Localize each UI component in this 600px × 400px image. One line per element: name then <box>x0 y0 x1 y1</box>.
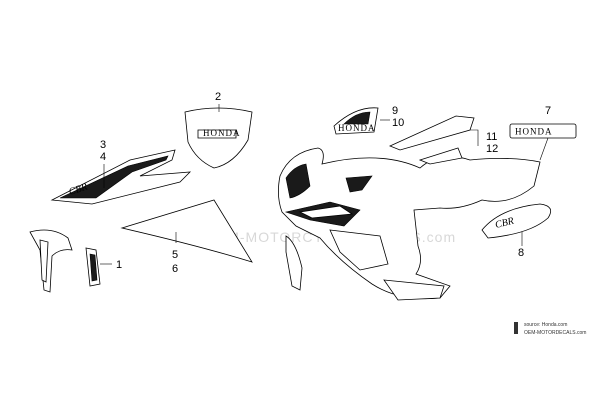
front-fender <box>29 229 73 293</box>
part-1-fork-strip <box>85 247 101 287</box>
callout-4: 4 <box>100 151 106 163</box>
source-line-2: OEM-MOTORDECALS.com <box>524 330 586 336</box>
wing-logo-text: HONDA <box>338 123 376 133</box>
honda-wordmark-text: HONDA <box>515 127 553 137</box>
part-3-4-side-stripe: CBR <box>50 149 192 205</box>
part-2-windscreen: HONDA <box>184 107 253 169</box>
callout-6: 6 <box>172 263 178 275</box>
part-11-12-tail-stripes <box>388 115 475 165</box>
main-fairing <box>278 147 541 300</box>
cbr-badge-text: CBR <box>494 216 515 231</box>
part-8-cbr-badge: CBR <box>481 203 552 239</box>
callout-11: 11 <box>486 131 497 143</box>
part-9-10-wing-logo: HONDA <box>333 107 379 135</box>
callout-9: 9 <box>392 105 398 117</box>
source-credit: source: Honda.com OEM-MOTORDECALS.com <box>514 322 586 336</box>
callout-10: 10 <box>392 117 404 129</box>
callout-7: 7 <box>545 105 551 117</box>
callout-8: 8 <box>518 247 524 259</box>
leader-lines <box>100 104 549 265</box>
callout-12: 12 <box>486 143 498 155</box>
callout-2: 2 <box>215 91 221 103</box>
belly-pan <box>383 279 445 301</box>
callout-1: 1 <box>116 259 122 271</box>
callout-3: 3 <box>100 139 106 151</box>
part-7-honda-wordmark: HONDA <box>509 123 577 139</box>
source-line-1: source: Honda.com <box>524 322 567 328</box>
part-5-6-lower-decal <box>120 199 253 263</box>
callout-5: 5 <box>172 249 178 261</box>
windscreen-logo: HONDA <box>203 128 241 138</box>
